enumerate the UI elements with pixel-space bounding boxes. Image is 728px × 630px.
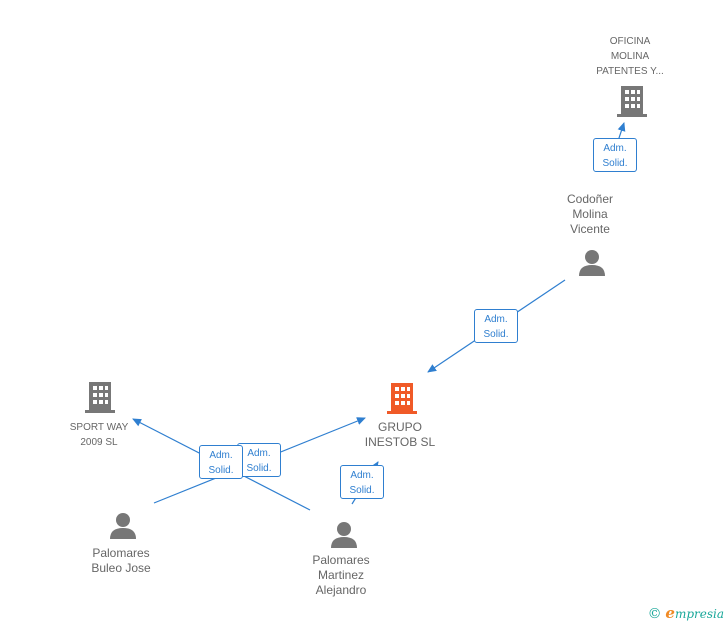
edge-label-buleo-grupo[interactable]: Adm. Solid. [237, 443, 281, 477]
brand-footer: © empresia [648, 604, 724, 622]
person-icon [110, 513, 136, 539]
copyright-icon: © [647, 606, 662, 622]
building-icon [617, 86, 647, 117]
person-icon [331, 522, 357, 548]
edge-label-martinez-sportway[interactable]: Adm. Solid. [199, 445, 243, 479]
brand-mark: e [665, 604, 675, 622]
person-icon [579, 250, 605, 276]
edge-label-codoner-oficina[interactable]: Adm. Solid. [593, 138, 637, 172]
brand-name: mpresia [674, 607, 724, 621]
building-icon [85, 382, 115, 413]
node-sportway-label[interactable]: SPORT WAY 2009 SL [69, 422, 129, 448]
node-grupo-label[interactable]: GRUPO INESTOB SL [364, 420, 436, 449]
node-buleo-label[interactable]: Palomares Buleo Jose [91, 546, 151, 575]
edge-label-martinez-grupo[interactable]: Adm. Solid. [340, 465, 384, 499]
node-oficina-label[interactable]: OFICINA MOLINA PATENTES Y... [596, 36, 664, 77]
node-martinez-label[interactable]: Palomares Martinez Alejandro [312, 553, 370, 597]
edge-label-codoner-grupo[interactable]: Adm. Solid. [474, 309, 518, 343]
building-icon [387, 383, 417, 414]
node-codoner-label[interactable]: Codoñer Molina Vicente [566, 192, 614, 236]
